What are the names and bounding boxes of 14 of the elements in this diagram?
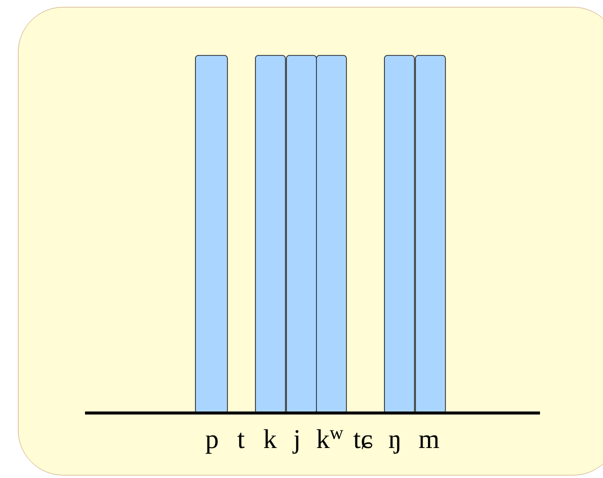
bar (195, 55, 228, 414)
phoneme-label: m (419, 435, 440, 448)
phoneme-label: t (238, 432, 245, 448)
phoneme-label: j (292, 430, 298, 454)
bar (384, 55, 415, 414)
phoneme-label: ŋ (388, 435, 400, 454)
phoneme-label: k (264, 429, 277, 448)
bar (255, 55, 286, 414)
phoneme-label: k$^{w}$ (316, 429, 344, 448)
bar (286, 55, 317, 414)
bar (316, 55, 347, 414)
phoneme-label: tɕ (354, 432, 372, 450)
bar (415, 55, 446, 414)
phoneme-label: p (206, 435, 218, 454)
